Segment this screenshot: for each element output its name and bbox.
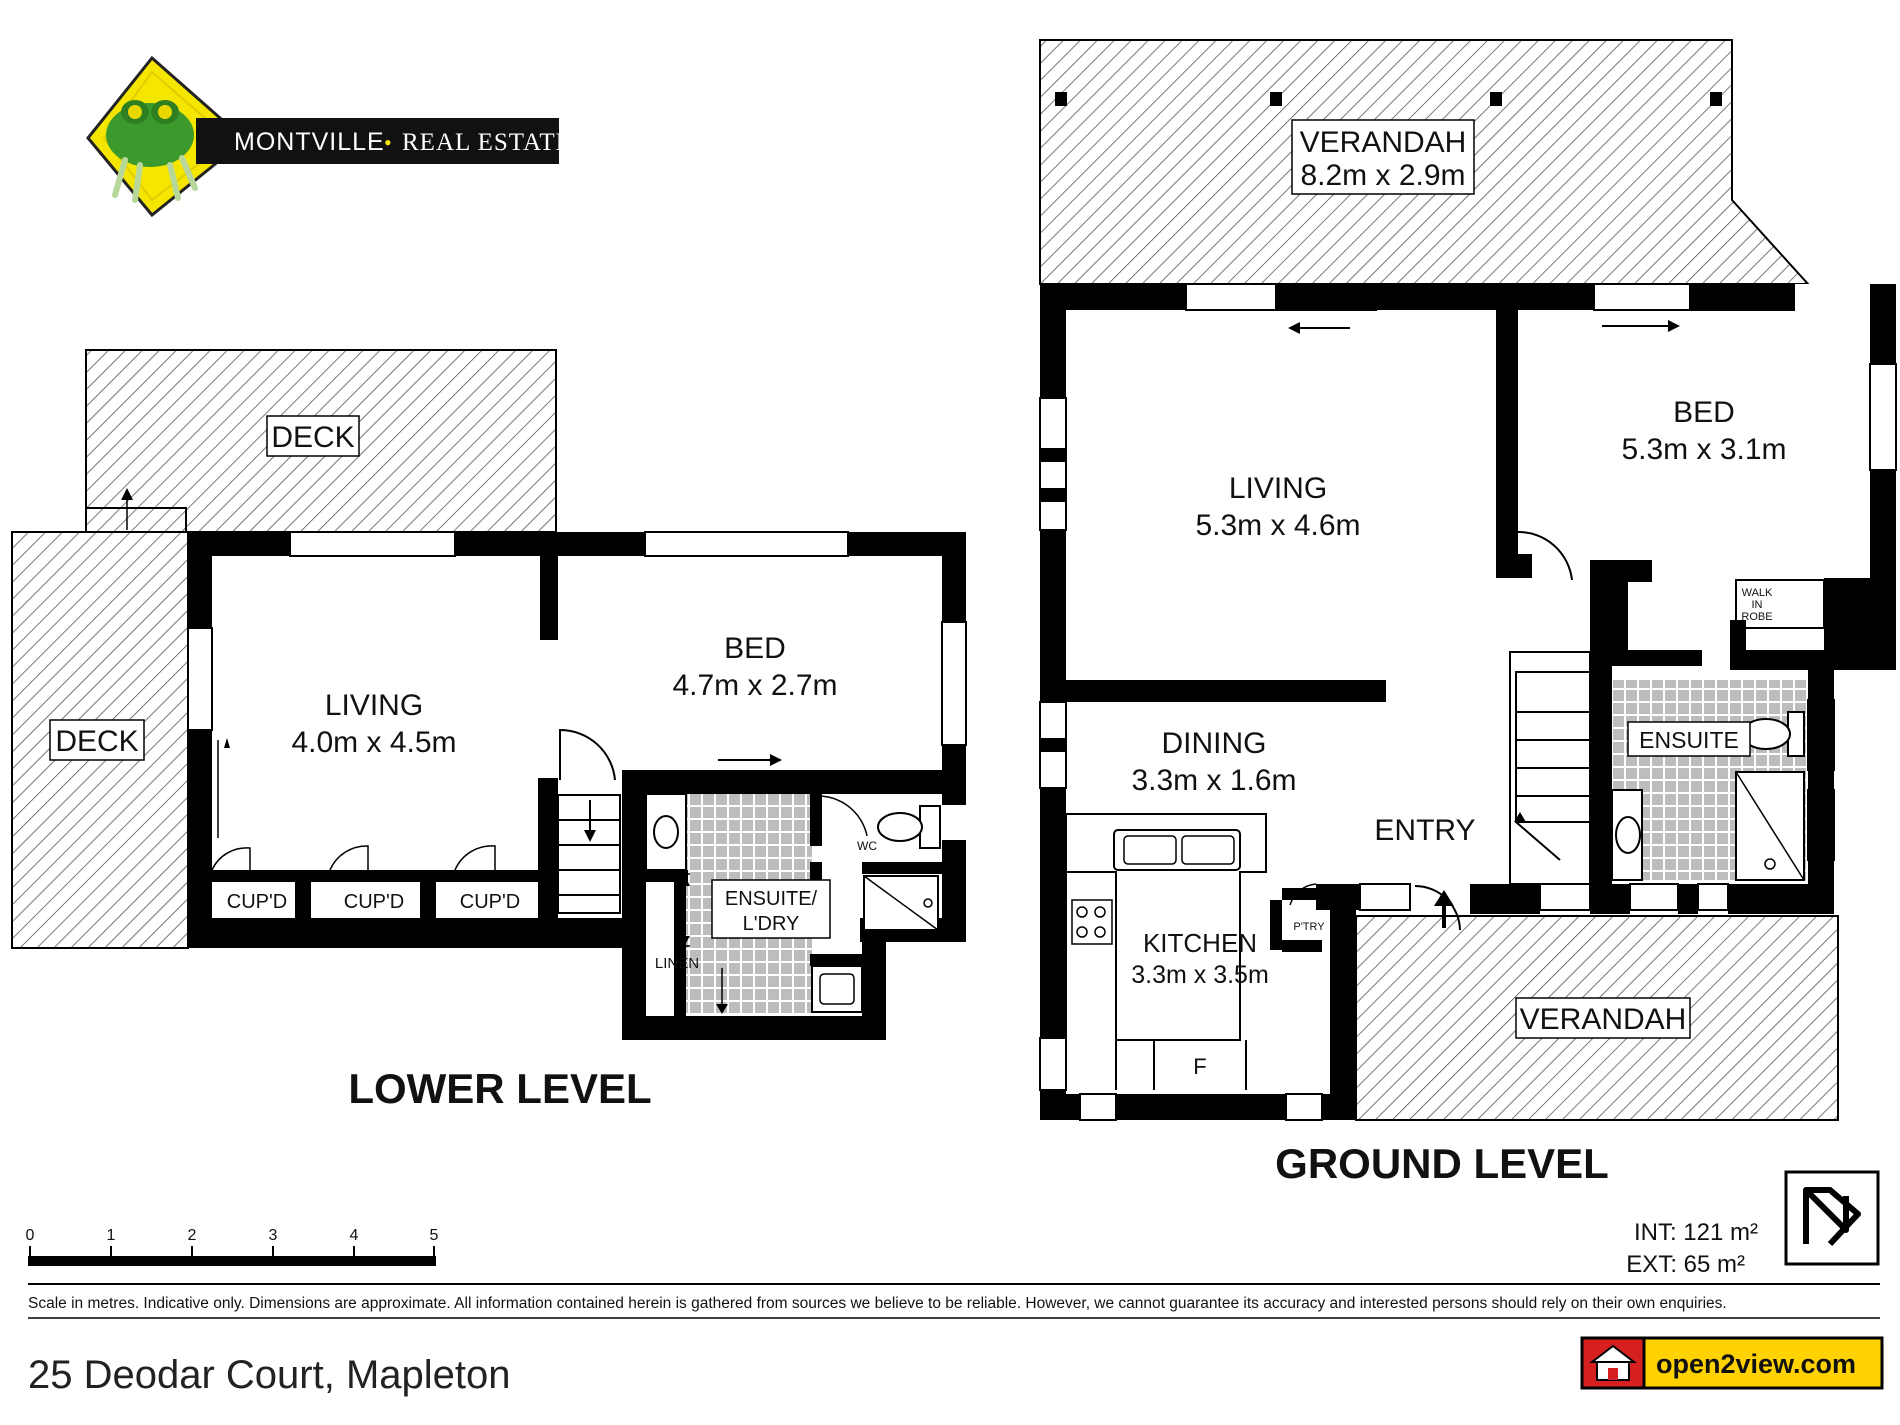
ground-entry-label: ENTRY [1374,814,1475,847]
walk-in-robe-label-2: IN [1752,599,1763,611]
lower-laundry-label: L'DRY [743,913,800,935]
scale-tick-5: 5 [430,1227,439,1244]
disclaimer-text: Scale in metres. Indicative only. Dimens… [28,1295,1727,1312]
walk-in-robe-label-3: ROBE [1741,611,1772,623]
ground-bed-dims: 5.3m x 3.1m [1621,433,1786,466]
lower-laundry-tub-icon [811,965,863,1013]
fridge-label: F [1193,1054,1206,1079]
lower-shower-icon [863,875,939,931]
ground-shower-icon [1735,771,1805,881]
scale-tick-2: 2 [188,1227,197,1244]
scale-tick-3: 3 [269,1227,278,1244]
lower-deck-left-label: DECK [55,725,138,758]
ground-verandah-front-label: VERANDAH [1520,1003,1687,1036]
lower-level-heading: LOWER LEVEL [348,1065,651,1112]
agency-logo: MONTVILLE • REAL ESTATE [86,55,572,218]
lower-living-dims: 4.0m x 4.5m [291,726,456,759]
lower-cupboard-2-label: CUP'D [344,891,405,913]
lower-stairs [557,794,621,914]
internal-area: INT: 121 m² [1634,1219,1758,1246]
ground-living-label: LIVING [1229,472,1327,505]
walk-in-robe-label-1: WALK [1742,587,1773,599]
agency-separator: • [384,130,392,155]
north-arrow-icon [1784,1170,1880,1266]
scale-tick-0: 0 [26,1227,35,1244]
ground-verandah-rear-dims: 8.2m x 2.9m [1300,159,1465,192]
lower-deck-top-label: DECK [271,421,354,454]
lower-toilet-icon [877,805,941,849]
cooktop-icon [1071,899,1113,945]
property-address: 25 Deodar Court, Mapleton [28,1353,511,1397]
scale-bar: 0 1 2 3 4 5 [26,1227,439,1266]
ground-kitchen-label: KITCHEN [1143,928,1257,958]
ground-living-dims: 5.3m x 4.6m [1195,509,1360,542]
ground-ensuite-label: ENSUITE [1639,727,1739,753]
agency-suffix: REAL ESTATE [402,129,572,156]
lower-level-plan: DECK DECK LIVING 4.0m x 4.5m BED 4.7m x … [11,349,967,1112]
lower-cupboard-3-label: CUP'D [460,891,521,913]
external-area: EXT: 65 m² [1626,1251,1745,1278]
ground-dining-dims: 3.3m x 1.6m [1131,764,1296,797]
lower-linen-label: LINEN [655,955,699,972]
ground-basin-icon [1611,789,1643,881]
ground-toilet-icon [1741,711,1805,757]
pantry-label: P'TRY [1293,921,1325,933]
lower-ensuite-label: ENSUITE/ [725,888,818,910]
house-icon [1589,1344,1637,1381]
portal-logo: open2view.com [1580,1336,1884,1390]
lower-living-label: LIVING [325,689,423,722]
lower-cupboard-1-label: CUP'D [227,891,288,913]
ground-bed-label: BED [1673,396,1735,429]
agency-name: MONTVILLE [234,128,385,156]
lower-bed-label: BED [724,632,786,665]
lower-basin-icon [645,793,687,871]
lower-wc-label: WC [857,839,877,853]
lower-bed-dims: 4.7m x 2.7m [672,669,837,702]
scale-tick-4: 4 [350,1227,359,1244]
ground-dining-label: DINING [1162,727,1267,760]
ground-level-heading: GROUND LEVEL [1275,1140,1609,1187]
ground-kitchen-dims: 3.3m x 3.5m [1131,961,1269,989]
ground-verandah-rear-label: VERANDAH [1300,126,1467,159]
ground-level-plan: VERANDAH 8.2m x 2.9m LIVING 5.3m x 4.6m … [1039,39,1900,1187]
portal-name: open2view.com [1656,1349,1856,1379]
ground-stairs [1509,651,1591,885]
scale-tick-1: 1 [107,1227,116,1244]
kitchen-sink-icon [1113,829,1241,871]
